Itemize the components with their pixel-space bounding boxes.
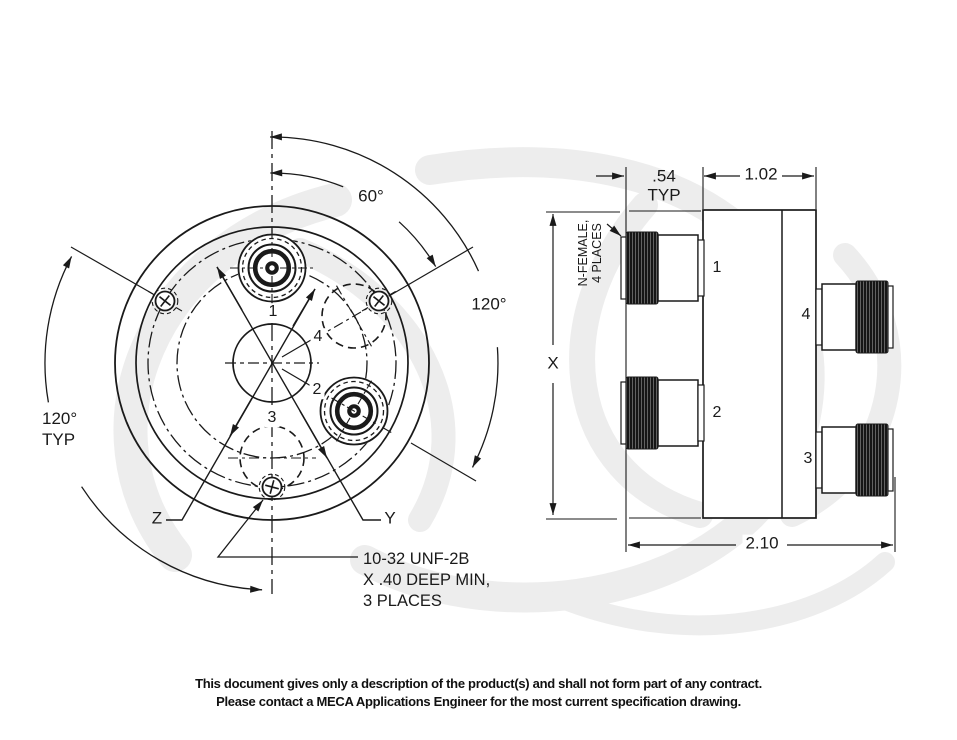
angle-120-typ-label: 120° TYP bbox=[42, 408, 77, 450]
front-connector-1 bbox=[230, 230, 314, 306]
axis-y-label: Y bbox=[384, 508, 396, 528]
front-view-drawing bbox=[44, 131, 499, 594]
side-port-1-label: 1 bbox=[712, 259, 722, 277]
side-connector-1 bbox=[620, 231, 705, 305]
dim-210-label: 2.10 bbox=[742, 534, 782, 554]
angle-120-typ-line1: 120° bbox=[42, 409, 78, 428]
front-connector-2 bbox=[315, 376, 393, 446]
side-connector-3 bbox=[815, 423, 894, 497]
side-connector-4 bbox=[815, 280, 894, 354]
angle-120-right-label: 120° bbox=[471, 294, 507, 314]
front-port-3-label: 3 bbox=[264, 409, 280, 427]
thread-note-line3: 3 PLACES bbox=[363, 592, 442, 610]
dim-54-label: .54 bbox=[652, 166, 676, 186]
side-port-4-label: 4 bbox=[801, 306, 811, 324]
disclaimer-line-2: Please contact a MECA Applications Engin… bbox=[216, 694, 741, 709]
thread-note-line1: 10-32 UNF-2B bbox=[363, 550, 470, 568]
mounting-screws bbox=[151, 287, 393, 501]
dim-54-typ-label: TYP bbox=[647, 185, 681, 205]
front-port-4-label: 4 bbox=[310, 328, 326, 346]
connector-type-note-line1: N-FEMALE, bbox=[576, 219, 590, 287]
disclaimer-line-1: This document gives only a description o… bbox=[195, 676, 762, 691]
connector-type-note-line2: 4 PLACES bbox=[590, 223, 604, 283]
thread-note-line2: X .40 DEEP MIN, bbox=[363, 571, 491, 589]
side-view-drawing bbox=[546, 167, 896, 552]
angle-dimension-arcs bbox=[44, 133, 499, 593]
dim-102-label: 1.02 bbox=[741, 165, 781, 185]
side-port-2-label: 2 bbox=[712, 404, 722, 422]
front-port-1-label: 1 bbox=[265, 303, 281, 321]
angle-120-typ-line2: TYP bbox=[42, 430, 76, 449]
side-port-3-label: 3 bbox=[803, 450, 813, 468]
angle-60-label: 60° bbox=[358, 186, 384, 206]
front-port-2-label: 2 bbox=[309, 381, 325, 399]
connector-type-note: N-FEMALE, 4 PLACES bbox=[576, 211, 606, 295]
axis-z-label: Z bbox=[151, 508, 163, 528]
side-connector-2 bbox=[620, 376, 705, 450]
dim-x-label: X bbox=[544, 354, 562, 374]
thread-note: 10-32 UNF-2B X .40 DEEP MIN, 3 PLACES bbox=[363, 549, 490, 612]
